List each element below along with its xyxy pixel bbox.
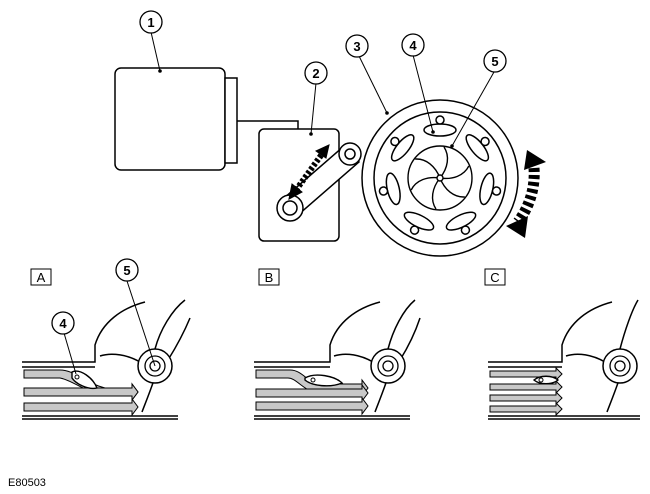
svg-text:4: 4	[409, 38, 417, 53]
panel-b: B	[254, 268, 421, 420]
callout-5: 5	[451, 49, 507, 147]
connecting-wire	[237, 120, 299, 129]
callout-1: 1	[139, 10, 163, 72]
svg-text:5: 5	[491, 54, 498, 69]
svg-text:2: 2	[312, 66, 319, 81]
svg-text:4: 4	[59, 316, 67, 331]
turbine-wheel	[407, 144, 473, 211]
svg-text:1: 1	[147, 15, 154, 30]
callout-2: 2	[304, 61, 328, 135]
svg-text:3: 3	[353, 39, 360, 54]
rotation-arrow	[506, 150, 546, 238]
panel-a-callout-4: 4	[51, 311, 77, 375]
panel-c: C	[484, 268, 640, 420]
svg-text:5: 5	[123, 263, 130, 278]
panel-a: A 4	[22, 258, 191, 420]
callout-4: 4	[401, 33, 434, 133]
panel-a-tag	[30, 268, 52, 286]
lever-motion-arrow	[288, 144, 330, 200]
svg-text:A: A	[37, 270, 46, 285]
callout-3: 3	[345, 34, 388, 114]
lever-arm	[276, 142, 362, 222]
panel-c-tag	[484, 268, 506, 286]
reference-code: E80503	[8, 477, 46, 489]
panel-b-tag	[258, 268, 280, 286]
panel-a-callout-5: 5	[115, 258, 156, 367]
svg-text:B: B	[265, 270, 274, 285]
svg-text:C: C	[490, 270, 499, 285]
actuator-motor	[114, 67, 238, 171]
